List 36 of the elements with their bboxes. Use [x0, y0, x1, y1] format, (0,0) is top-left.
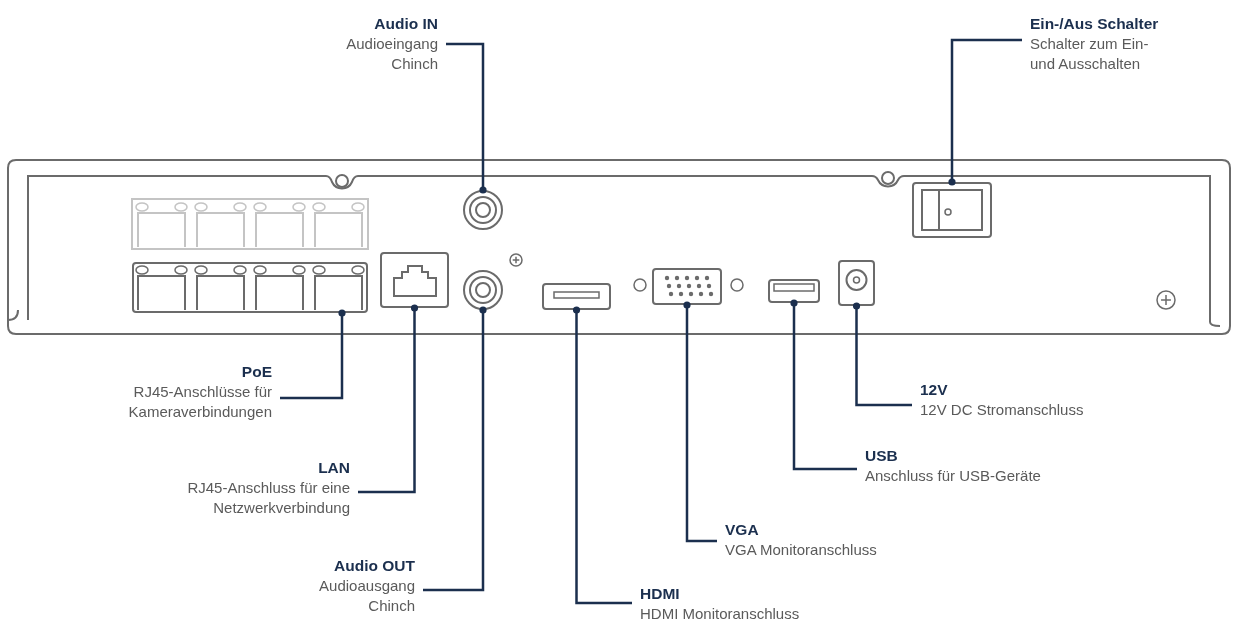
callout-title: HDMI [640, 584, 681, 604]
callout-title: 12V [920, 380, 949, 400]
leader-line [852, 302, 912, 407]
leader-line [948, 38, 1022, 186]
callout-text: Anschluss für USB-Geräte [865, 466, 1042, 486]
callout-title: Audio OUT [333, 556, 415, 576]
callout-text: RJ45-Anschlüsse für Kameraverbindungen [127, 382, 272, 422]
callout-title: LAN [317, 458, 350, 478]
vga-port [652, 268, 722, 305]
usb-port [768, 279, 820, 303]
leader-line [790, 299, 857, 471]
ethernet-port [380, 252, 449, 308]
ethernet-port-row [132, 262, 368, 313]
leader-line [358, 304, 419, 494]
power-switch [912, 182, 992, 238]
callout-text: Audioeingang Chinch [345, 34, 438, 74]
callout-text: VGA Monitoranschluss [725, 540, 878, 560]
power-jack [838, 260, 875, 306]
callout-title: Ein-/Aus Schalter [1030, 14, 1158, 34]
leader-line [423, 306, 487, 592]
leader-line [280, 309, 346, 400]
leader-line [683, 301, 717, 543]
callout-title: USB [865, 446, 899, 466]
audio-jack [463, 190, 503, 230]
callout-title: VGA [725, 520, 760, 540]
callout-text: HDMI Monitoranschluss [640, 604, 801, 624]
leader-line [572, 306, 632, 605]
callout-text: RJ45-Anschluss für eine Netzwerkverbindung [186, 478, 350, 518]
callout-text: Schalter zum Ein- und Ausschalten [1030, 34, 1150, 74]
callout-title: Audio IN [373, 14, 438, 34]
hdmi-port [542, 283, 611, 310]
callout-title: PoE [240, 362, 272, 382]
callout-text: 12V DC Stromanschluss [920, 400, 1085, 420]
callout-text: Audioausgang Chinch [318, 576, 415, 616]
leader-line [446, 42, 487, 194]
audio-jack [463, 270, 503, 310]
